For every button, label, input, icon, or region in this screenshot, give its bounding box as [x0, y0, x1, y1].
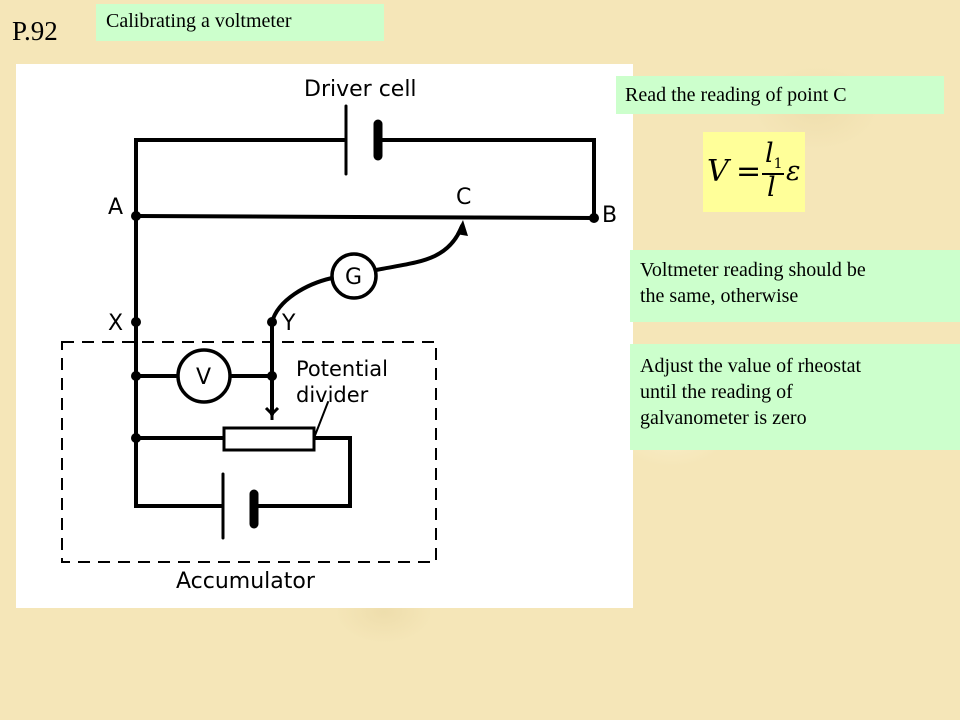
formula-box: V = l1 l ε	[703, 132, 805, 212]
label-x: X	[108, 311, 123, 336]
label-divider: divider	[296, 383, 369, 407]
formula-lhs: V	[707, 154, 729, 189]
label-b: B	[602, 203, 617, 228]
label-y: Y	[281, 311, 296, 336]
page-number: P.92	[12, 16, 58, 46]
note-same-line-2: the same, otherwise	[640, 285, 799, 307]
voltmeter	[176, 348, 232, 404]
accumulator-box	[61, 341, 437, 563]
label-accumulator: Accumulator	[176, 569, 316, 594]
formula-emf: ε	[786, 156, 801, 187]
junction-rheostat	[131, 433, 141, 443]
arrow-to-c	[456, 220, 468, 236]
wire-left-vertical	[134, 214, 223, 508]
note-adjust-rheostat: Adjust the value of rheostat until the r…	[630, 344, 960, 450]
formula-equals: =	[736, 154, 762, 189]
label-voltmeter: V	[196, 365, 211, 390]
label-c: C	[456, 185, 471, 210]
label-potential: Potential	[296, 357, 388, 381]
leader-potential-divider	[313, 401, 329, 439]
galvanometer	[330, 252, 378, 300]
junction-a	[131, 211, 141, 221]
wire-top-left	[134, 138, 346, 218]
circuit-diagram: Driver cell A B C X Y G V Potential divi…	[16, 64, 633, 608]
note-adjust-line-1: Adjust the value of rheostat	[640, 355, 862, 377]
wire-y-to-g	[270, 276, 334, 324]
rheostat-resistor	[222, 426, 316, 452]
formula-fraction-bar	[762, 173, 784, 175]
slide-title: Calibrating a voltmeter	[96, 4, 384, 41]
note-read-text: Read the reading of point C	[625, 84, 847, 106]
junction-y	[267, 317, 277, 327]
label-galvanometer: G	[345, 265, 362, 290]
formula-numerator: l1	[765, 138, 783, 172]
note-adjust-line-2: until the reading of	[640, 381, 793, 403]
junction-b	[589, 213, 599, 223]
junction-v-left	[131, 371, 141, 381]
wire-ab	[134, 214, 596, 220]
junction-x	[131, 317, 141, 327]
note-read-point-c: Read the reading of point C	[616, 76, 944, 114]
wire-g-to-c	[374, 224, 464, 272]
formula-denominator: l	[767, 172, 776, 203]
label-driver-cell: Driver cell	[304, 77, 417, 102]
wire-top-right	[378, 138, 596, 220]
wire-accumulator-right	[254, 436, 352, 508]
note-voltmeter-same: Voltmeter reading should be the same, ot…	[630, 250, 960, 322]
circuit-svg: Driver cell A B C X Y G V Potential divi…	[61, 77, 617, 594]
slider-arrow	[264, 406, 280, 420]
formula-numerator-subscript: 1	[773, 156, 783, 172]
note-same-line-1: Voltmeter reading should be	[640, 259, 866, 281]
formula-numerator-l: l	[765, 138, 774, 169]
note-adjust-line-3: galvanometer is zero	[640, 407, 807, 429]
label-a: A	[108, 195, 123, 220]
junction-v-right	[267, 371, 277, 381]
